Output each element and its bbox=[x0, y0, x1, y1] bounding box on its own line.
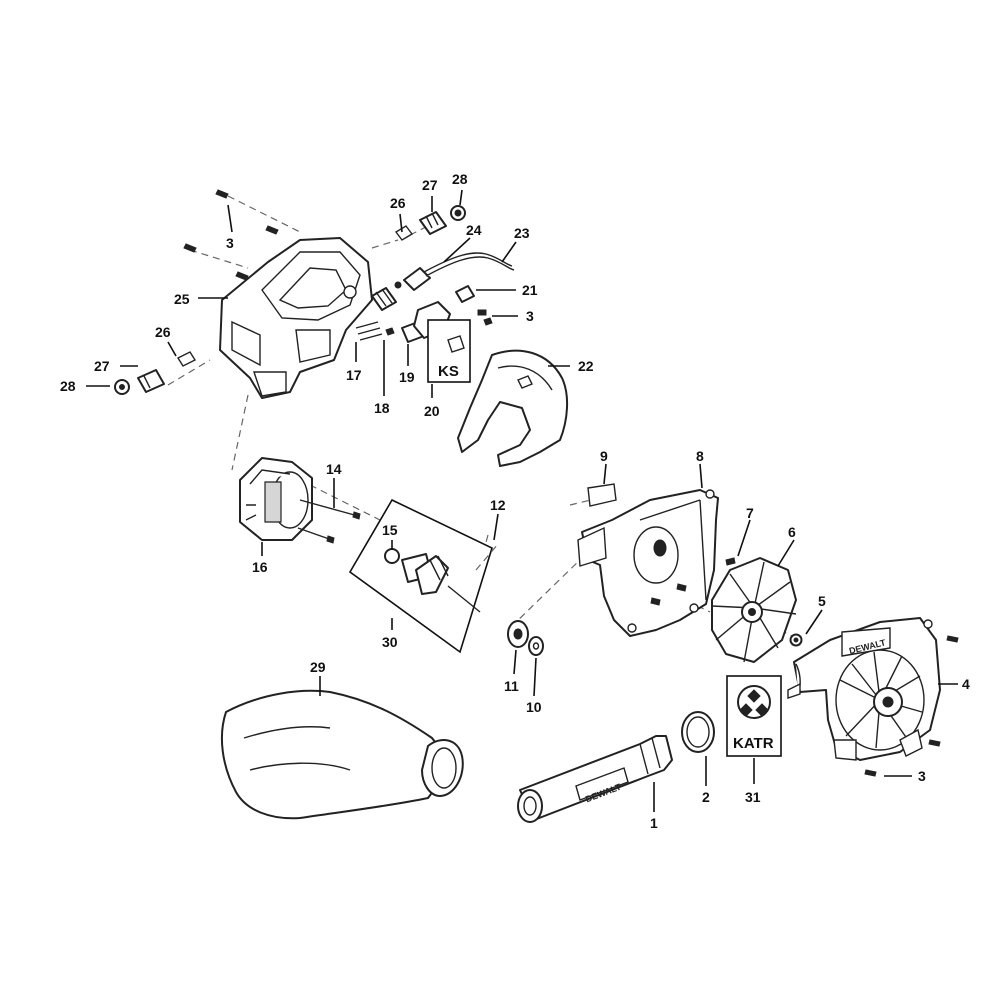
ks-label: KS bbox=[438, 363, 459, 380]
callout-12: 12 bbox=[490, 497, 506, 513]
power-cord bbox=[394, 252, 515, 291]
handle-cover bbox=[457, 349, 569, 467]
field-screws bbox=[297, 499, 361, 544]
callout-14: 14 bbox=[326, 461, 342, 477]
callout-31: 31 bbox=[745, 789, 761, 805]
callout-20: 20 bbox=[424, 403, 440, 419]
nozzle-ring bbox=[681, 711, 715, 753]
callout-26: 26 bbox=[390, 195, 406, 211]
callout-10: 10 bbox=[526, 699, 542, 715]
leader-lines bbox=[86, 189, 958, 812]
callout-24: 24 bbox=[466, 222, 482, 238]
label-sticker bbox=[587, 483, 617, 507]
callout-27: 27 bbox=[422, 177, 438, 193]
callout-7: 7 bbox=[746, 505, 754, 521]
katr-kit-box: KATR bbox=[726, 675, 782, 757]
callout-22: 22 bbox=[578, 358, 594, 374]
callout-3: 3 bbox=[226, 235, 234, 251]
callout-28: 28 bbox=[60, 378, 76, 394]
blower-housing-screws bbox=[864, 635, 959, 777]
fan-housing bbox=[577, 489, 719, 637]
callout-26: 26 bbox=[155, 324, 171, 340]
callout-17: 17 bbox=[346, 367, 362, 383]
housing-screws bbox=[183, 189, 279, 281]
callout-21: 21 bbox=[522, 282, 538, 298]
bearing-and-washer bbox=[507, 620, 544, 656]
callout-11: 11 bbox=[504, 678, 519, 694]
callout-23: 23 bbox=[514, 225, 530, 241]
dust-bag bbox=[220, 689, 464, 820]
left-strain-relief-set bbox=[114, 351, 197, 395]
callout-labels: 3 26 27 28 24 23 21 3 25 26 27 28 17 18 … bbox=[60, 171, 970, 831]
rear-motor-housing bbox=[219, 237, 373, 399]
field-stator bbox=[239, 457, 313, 541]
switch-internals bbox=[355, 285, 493, 343]
blower-nozzle: DEWALT bbox=[517, 735, 673, 823]
callout-5: 5 bbox=[818, 593, 826, 609]
callout-15: 15 bbox=[382, 522, 398, 538]
callout-9: 9 bbox=[600, 448, 608, 464]
callout-6: 6 bbox=[788, 524, 796, 540]
callout-1: 1 bbox=[650, 815, 658, 831]
callout-30: 30 bbox=[382, 634, 398, 650]
callout-19: 19 bbox=[399, 369, 415, 385]
fan-housing-screw bbox=[725, 557, 736, 566]
ks-kit-box: KS bbox=[427, 319, 471, 383]
callout-29: 29 bbox=[310, 659, 326, 675]
fan-nut bbox=[789, 633, 803, 647]
callout-3: 3 bbox=[526, 308, 534, 324]
callout-8: 8 bbox=[696, 448, 704, 464]
callout-2: 2 bbox=[702, 789, 710, 805]
blower-housing: DEWALT bbox=[787, 617, 941, 761]
callout-16: 16 bbox=[252, 559, 268, 575]
callout-4: 4 bbox=[962, 676, 970, 692]
katr-label: KATR bbox=[733, 735, 774, 752]
callout-3: 3 bbox=[918, 768, 926, 784]
armature-box bbox=[348, 498, 499, 654]
callout-25: 25 bbox=[174, 291, 190, 307]
impeller-fan bbox=[711, 557, 797, 663]
top-strain-relief-set bbox=[394, 205, 466, 241]
callout-18: 18 bbox=[374, 400, 390, 416]
callout-28: 28 bbox=[452, 171, 468, 187]
callout-27: 27 bbox=[94, 358, 110, 374]
